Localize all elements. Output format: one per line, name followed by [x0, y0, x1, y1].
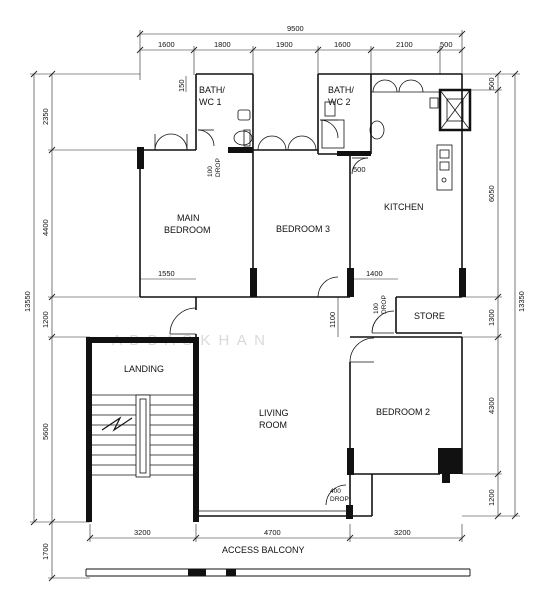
dim-top-3: 1900 — [276, 40, 293, 49]
drop3-label: DROP — [330, 496, 349, 503]
dim-inner-1100: 1100 — [328, 312, 337, 328]
label-living-line1: LIVING — [259, 408, 289, 418]
dim-top-5: 2100 — [396, 40, 413, 49]
label-store: STORE — [414, 311, 445, 321]
drop2-value: 100 — [373, 303, 380, 314]
dim-inner-150: 150 — [177, 79, 186, 92]
dimension-lines — [30, 30, 520, 579]
dim-bottom-3: 3200 — [394, 528, 411, 537]
dim-inner-1400: 1400 — [366, 269, 383, 278]
dim-right-5: 1200 — [487, 489, 496, 506]
staircase — [92, 394, 193, 478]
dim-left-2: 4400 — [41, 219, 50, 236]
label-bath2-line1: BATH/ — [328, 85, 354, 95]
label-bath1-line2: WC 1 — [199, 97, 222, 107]
drop1-label: DROP — [215, 158, 222, 177]
dim-left-outer: 13550 — [23, 291, 32, 312]
drop2-label: DROP — [381, 295, 388, 314]
dim-right-outer: 13350 — [517, 291, 526, 312]
dim-top-total: 9500 — [287, 24, 304, 33]
dim-inner-1550: 1550 — [158, 269, 175, 278]
label-access-balcony: ACCESS BALCONY — [222, 545, 305, 555]
dim-left-bottom: 1700 — [41, 543, 50, 560]
label-bath2-line2: WC 2 — [328, 97, 351, 107]
dim-left-3: 1200 — [41, 311, 50, 328]
fixtures — [233, 88, 472, 191]
dim-top-6: 500 — [440, 40, 453, 49]
drop-labels: 100 DROP 100 DROP 400 DROP — [207, 158, 388, 503]
label-bedroom2: BEDROOM 2 — [376, 407, 430, 417]
drop1-value: 100 — [207, 166, 214, 177]
label-bath1-line1: BATH/ — [199, 85, 225, 95]
dim-right-1: 500 — [487, 77, 496, 90]
label-landing: LANDING — [124, 364, 164, 374]
dim-bottom-1: 3200 — [134, 528, 151, 537]
room-labels: BATH/ WC 1 BATH/ WC 2 MAIN BEDROOM BEDRO… — [124, 85, 445, 555]
dim-inner-500: 500 — [353, 165, 366, 174]
label-main-bedroom-line1: MAIN — [177, 213, 200, 223]
walls-structural — [86, 147, 466, 576]
dim-right-3: 1300 — [487, 309, 496, 326]
dim-top-4: 1600 — [334, 40, 351, 49]
dim-right-4: 4300 — [487, 397, 496, 414]
dim-bottom-2: 4700 — [264, 528, 281, 537]
dim-right-2: 6050 — [487, 185, 496, 202]
drop3-value: 400 — [330, 488, 341, 495]
label-bedroom3: BEDROOM 3 — [276, 224, 330, 234]
label-kitchen: KITCHEN — [384, 202, 424, 212]
dim-left-1: 2350 — [41, 108, 50, 125]
dim-top-1: 1600 — [158, 40, 175, 49]
dim-top-2: 1800 — [214, 40, 231, 49]
dim-left-4: 5600 — [41, 423, 50, 440]
label-living-line2: ROOM — [259, 420, 287, 430]
label-main-bedroom-line2: BEDROOM — [164, 225, 211, 235]
dimension-text: 9500 1600 1800 1900 1600 2100 500 13550 … — [23, 24, 526, 560]
dimension-ticks — [30, 30, 519, 582]
